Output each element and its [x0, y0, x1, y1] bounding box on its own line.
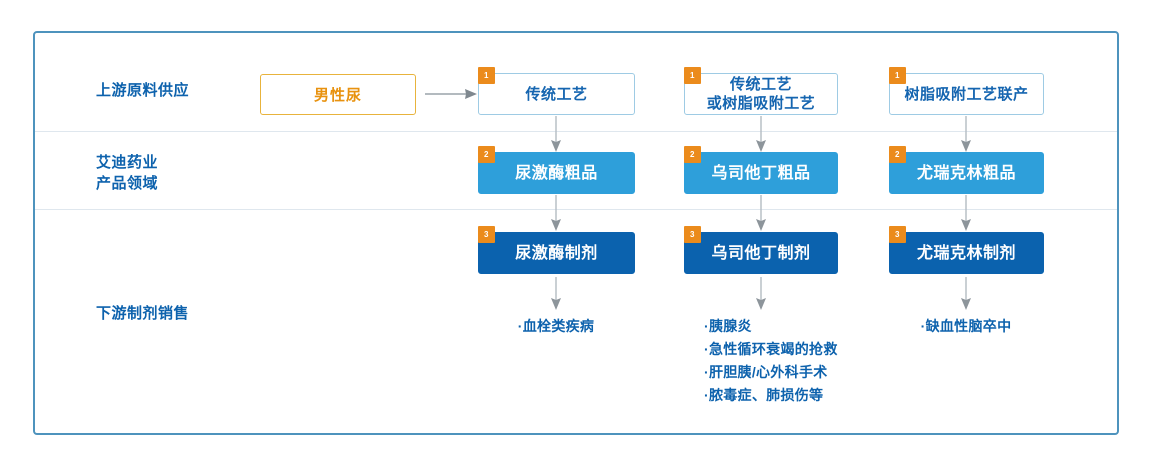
node-urokinase-tier1-label: 传统工艺: [525, 85, 588, 103]
arrow-down-icon: [549, 116, 563, 152]
badge-step-3: 3: [889, 226, 906, 243]
node-urokinase-tier3-label: 尿激酶制剂: [515, 244, 598, 262]
badge-step-3: 3: [478, 226, 495, 243]
node-ulinastatin-tier3[interactable]: 3 乌司他丁制剂: [684, 226, 838, 274]
arrow-down-icon: [754, 277, 768, 310]
node-kallidinogenase-tier1[interactable]: 1 树脂吸附工艺联产: [889, 67, 1044, 115]
node-kallidinogenase-tier1-label: 树脂吸附工艺联产: [904, 85, 1029, 103]
node-ulinastatin-tier1-label: 传统工艺 或树脂吸附工艺: [706, 76, 816, 112]
row-divider-products: [35, 209, 1117, 210]
stage-label-upstream: 上游原料供应: [96, 82, 190, 99]
arrow-down-icon: [549, 195, 563, 231]
row-divider-upstream: [35, 131, 1117, 132]
badge-step-1: 1: [478, 67, 495, 84]
node-urokinase-tier1[interactable]: 1 传统工艺: [478, 67, 635, 115]
node-ulinastatin-tier2-label: 乌司他丁粗品: [711, 164, 811, 182]
source-material-box[interactable]: 男性尿: [260, 74, 416, 115]
node-urokinase-tier3[interactable]: 3 尿激酶制剂: [478, 226, 635, 274]
badge-step-1: 1: [684, 67, 701, 84]
node-kallidinogenase-tier2-label: 尤瑞克林粗品: [916, 164, 1016, 182]
stage-label-downstream: 下游制剂销售: [96, 305, 190, 322]
list-item: ·肝胆胰/心外科手术: [704, 364, 828, 380]
arrow-down-icon: [549, 277, 563, 310]
list-item: ·血栓类疾病: [517, 318, 595, 334]
stage-label-company-products: 艾迪药业 产品领域: [96, 154, 159, 192]
indication-list-urokinase: ·血栓类疾病: [456, 315, 656, 338]
arrow-down-icon: [754, 116, 768, 152]
badge-step-1: 1: [889, 67, 906, 84]
node-ulinastatin-tier2[interactable]: 2 乌司他丁粗品: [684, 146, 838, 194]
node-ulinastatin-tier1[interactable]: 1 传统工艺 或树脂吸附工艺: [684, 67, 838, 115]
badge-step-2: 2: [889, 146, 906, 163]
list-item: ·胰腺炎: [704, 318, 752, 334]
node-urokinase-tier2-label: 尿激酶粗品: [515, 164, 598, 182]
arrow-right-icon: [425, 86, 477, 102]
badge-step-3: 3: [684, 226, 701, 243]
list-item: ·缺血性脑卒中: [920, 318, 1012, 334]
list-item: ·脓毒症、肺损伤等: [704, 387, 824, 403]
source-material-label: 男性尿: [313, 87, 362, 104]
arrow-down-icon: [959, 277, 973, 310]
arrow-down-icon: [959, 116, 973, 152]
node-kallidinogenase-tier3[interactable]: 3 尤瑞克林制剂: [889, 226, 1044, 274]
arrow-down-icon: [754, 195, 768, 231]
node-kallidinogenase-tier2[interactable]: 2 尤瑞克林粗品: [889, 146, 1044, 194]
badge-step-2: 2: [684, 146, 701, 163]
indication-list-ulinastatin: ·胰腺炎 ·急性循环衰竭的抢救 ·肝胆胰/心外科手术 ·脓毒症、肺损伤等: [704, 315, 838, 407]
node-kallidinogenase-tier3-label: 尤瑞克林制剂: [916, 244, 1016, 262]
arrow-down-icon: [959, 195, 973, 231]
node-urokinase-tier2[interactable]: 2 尿激酶粗品: [478, 146, 635, 194]
list-item: ·急性循环衰竭的抢救: [704, 341, 838, 357]
badge-step-2: 2: [478, 146, 495, 163]
node-ulinastatin-tier3-label: 乌司他丁制剂: [711, 244, 811, 262]
indication-list-kallidinogenase: ·缺血性脑卒中: [866, 315, 1066, 338]
